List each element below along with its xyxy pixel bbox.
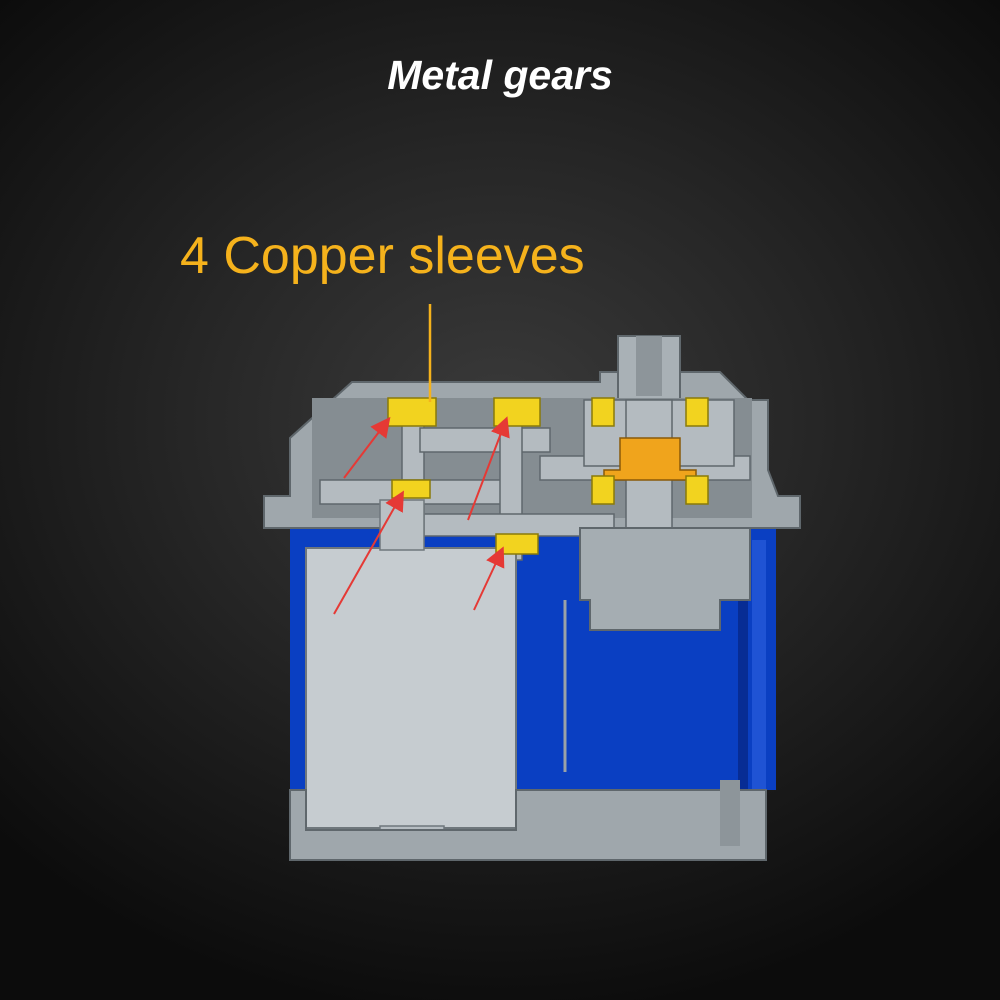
gear-plate-2 xyxy=(419,427,551,453)
potentiometer-block xyxy=(579,527,751,631)
motor-shaft xyxy=(379,499,425,551)
output-sleeve-bottom-left xyxy=(591,475,615,505)
copper-sleeve-bottom-right xyxy=(495,533,539,555)
arrow-to-sleeve-2 xyxy=(333,490,404,615)
output-sleeve-top-right xyxy=(685,397,709,427)
page-title: Metal gears xyxy=(387,52,613,98)
output-sleeve-top-left xyxy=(591,397,615,427)
output-sleeve-bottom-right xyxy=(685,475,709,505)
copper-sleeves-callout: 4 Copper sleeves xyxy=(180,227,585,285)
housing-right-wall xyxy=(720,780,740,846)
arrow-to-sleeve-3 xyxy=(467,416,510,521)
blue-case-edge-right xyxy=(752,540,766,790)
sleeve-arrows xyxy=(333,416,510,615)
copper-sleeve-top-right xyxy=(493,397,541,427)
copper-sleeve-top-left xyxy=(387,397,437,427)
output-shaft-bore xyxy=(636,336,662,396)
housing-bottom-shell xyxy=(289,789,767,861)
motor-body xyxy=(305,547,517,829)
blue-case-edge xyxy=(738,540,748,790)
copper-sleeve-mid-left xyxy=(391,479,431,499)
arrow-to-sleeve-1 xyxy=(343,416,391,479)
arrow-to-sleeve-4 xyxy=(473,546,505,611)
